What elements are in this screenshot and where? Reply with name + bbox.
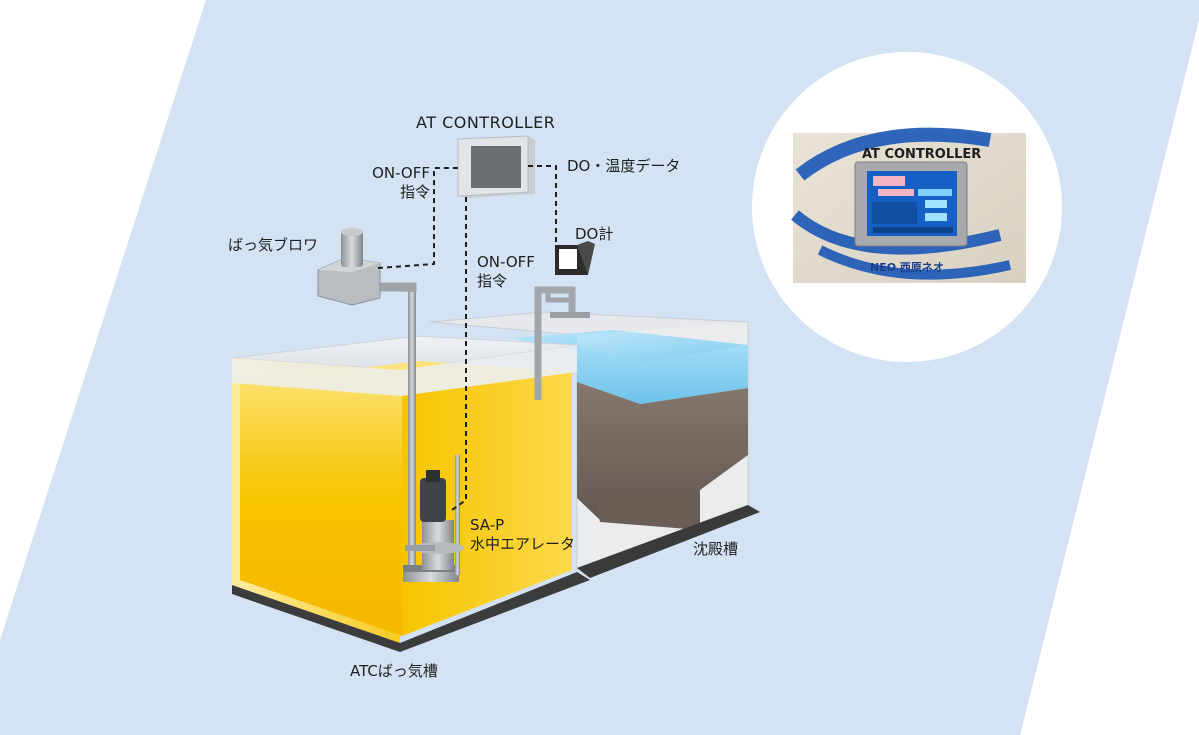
command-text: 指令 bbox=[399, 183, 430, 201]
onoff-command-label-2: ON-OFF 指令 bbox=[477, 253, 535, 291]
controller-photo bbox=[752, 52, 1062, 362]
aeration-tank bbox=[231, 335, 590, 652]
sedimentation-tank bbox=[429, 311, 760, 578]
onoff-text: ON-OFF bbox=[372, 164, 430, 182]
sed-water-surface bbox=[510, 330, 748, 364]
signal-lines bbox=[377, 165, 557, 511]
aeration-tank-label: ATCばっ気槽 bbox=[350, 662, 438, 680]
at-controller-box bbox=[457, 135, 535, 198]
command-text: 指令 bbox=[477, 272, 508, 290]
sludge-layer bbox=[577, 382, 748, 528]
photo-logo-text: NEO 西原ネオ bbox=[870, 261, 944, 274]
photo-panel-title: AT CONTROLLER bbox=[862, 147, 982, 162]
do-meter-assembly bbox=[534, 241, 595, 400]
line-do-data bbox=[528, 165, 557, 244]
aerator-label: SA-P 水中エアレータ bbox=[470, 516, 575, 554]
sedimentation-tank-label: 沈殿槽 bbox=[693, 540, 739, 558]
do-meter-label: DO計 bbox=[575, 225, 614, 243]
aerator-pump bbox=[403, 455, 464, 582]
blower-label: ばっ気ブロワ bbox=[228, 236, 319, 254]
aerator-type-text: 水中エアレータ bbox=[470, 535, 576, 553]
blower-assembly bbox=[317, 228, 417, 568]
line-blower-cmd bbox=[377, 167, 460, 269]
do-temperature-data-label: DO・温度データ bbox=[567, 157, 681, 175]
onoff-command-label-1: ON-OFF 指令 bbox=[354, 164, 430, 202]
controller-title-label: AT CONTROLLER bbox=[416, 113, 556, 132]
onoff-text: ON-OFF bbox=[477, 253, 535, 271]
line-aerator-cmd bbox=[451, 197, 467, 511]
aerator-model-text: SA-P bbox=[470, 516, 505, 534]
